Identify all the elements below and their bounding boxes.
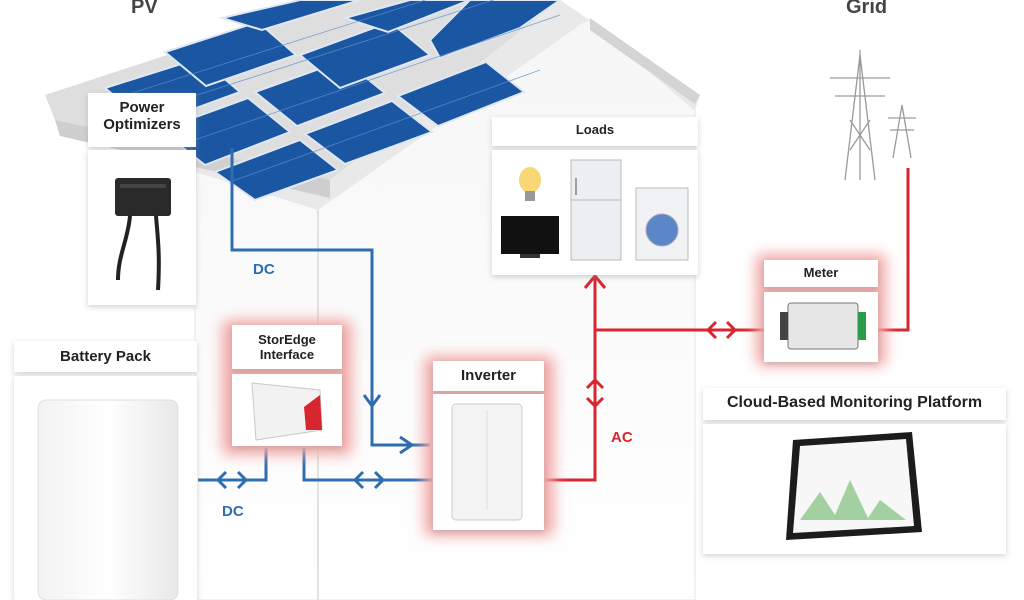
pv-cell-grid: [109, 0, 561, 183]
bidirectional-arrow: [352, 470, 365, 490]
dc-flow-label: DC: [253, 261, 275, 278]
card-battery-label: [14, 341, 197, 372]
washing-machine-icon: [635, 187, 689, 261]
card-inverter-label: [433, 361, 544, 391]
meter-terminal: [858, 312, 866, 340]
bidirectional-arrow: [585, 377, 605, 390]
pv-panel: [298, 20, 432, 90]
pv-panel: [162, 20, 298, 88]
dc-line-storedge: [302, 448, 432, 482]
tablet-chart: [800, 480, 906, 520]
bidirectional-arrow: [373, 470, 386, 490]
tv-stand: [520, 254, 540, 258]
heading-grid: Grid: [846, 0, 888, 18]
pv-panel: [341, 0, 471, 34]
bidirectional-arrow: [705, 320, 718, 340]
card-loads-label: [492, 117, 698, 146]
monitoring-platform-label: Cloud-Based Monitoring Platform: [726, 394, 983, 411]
dc-wiring: [198, 148, 432, 490]
tv-icon: [501, 216, 559, 258]
bidirectional-arrow: [725, 320, 738, 340]
card-optimizers: [88, 150, 196, 305]
pv-cell-line: [134, 0, 495, 116]
transmission-tower-icon: [830, 50, 916, 181]
storedge-accent: [304, 395, 322, 430]
arrow-right: [399, 435, 415, 455]
refrigerator-icon: [570, 159, 622, 261]
inverter-label: Inverter: [460, 367, 517, 384]
bidirectional-arrow: [236, 470, 249, 490]
tablet-icon: [786, 432, 922, 540]
optimizer-cables: [116, 215, 161, 291]
meter-label: Meter: [803, 265, 839, 280]
pv-cell-line: [179, 14, 561, 146]
power-optimizers-label: Power Optimizers: [103, 99, 181, 134]
loads-label: Loads: [575, 122, 615, 137]
dc-line-pv: [230, 148, 430, 447]
battery-body: [37, 399, 179, 600]
bulb-glass: [519, 167, 541, 193]
arrow-down: [362, 394, 382, 409]
bulb-base: [525, 191, 535, 201]
optimizer-fin: [120, 184, 166, 188]
battery-device-icon: [37, 399, 179, 600]
optimizer-body: [115, 178, 171, 216]
card-monitoring-label: [703, 388, 1006, 420]
pv-array: [102, 0, 562, 202]
bidirectional-arrow: [585, 396, 605, 409]
battery-pack-label: Battery Pack: [60, 348, 151, 365]
dc-line-battery: [198, 448, 268, 482]
pv-panel: [218, 0, 361, 32]
ac-line-inverter: [545, 275, 597, 482]
washer-door: [645, 213, 679, 247]
storedge-interface-label: StorEdge Interface: [258, 332, 316, 362]
card-storedge-label: [232, 325, 342, 369]
meter-body: [787, 302, 859, 350]
meter-device-icon: [780, 302, 866, 350]
heading-pv: PV: [131, 0, 158, 18]
meter-terminal: [780, 312, 788, 340]
pv-panel: [212, 138, 341, 202]
arrow-up: [583, 273, 607, 289]
card-optimizers-label: [88, 93, 196, 147]
dc-flow-label-battery: DC: [222, 503, 244, 520]
ac-flow-label: AC: [611, 429, 633, 446]
pv-cell-line: [109, 0, 427, 101]
tower-brace: [849, 119, 871, 151]
card-meter-label: [764, 260, 878, 287]
inverter-device-icon: [451, 403, 523, 521]
eave: [590, 18, 700, 104]
storedge-device-icon: [251, 382, 323, 441]
pv-cell-line: [229, 69, 541, 183]
bidirectional-arrow: [215, 470, 228, 490]
pv-panel: [302, 99, 435, 166]
tv-screen: [501, 216, 559, 254]
light-bulb-icon: [519, 167, 541, 201]
power-optimizer-icon: [115, 178, 171, 291]
fridge-body: [570, 159, 622, 261]
tower-right-legs: [892, 104, 912, 159]
